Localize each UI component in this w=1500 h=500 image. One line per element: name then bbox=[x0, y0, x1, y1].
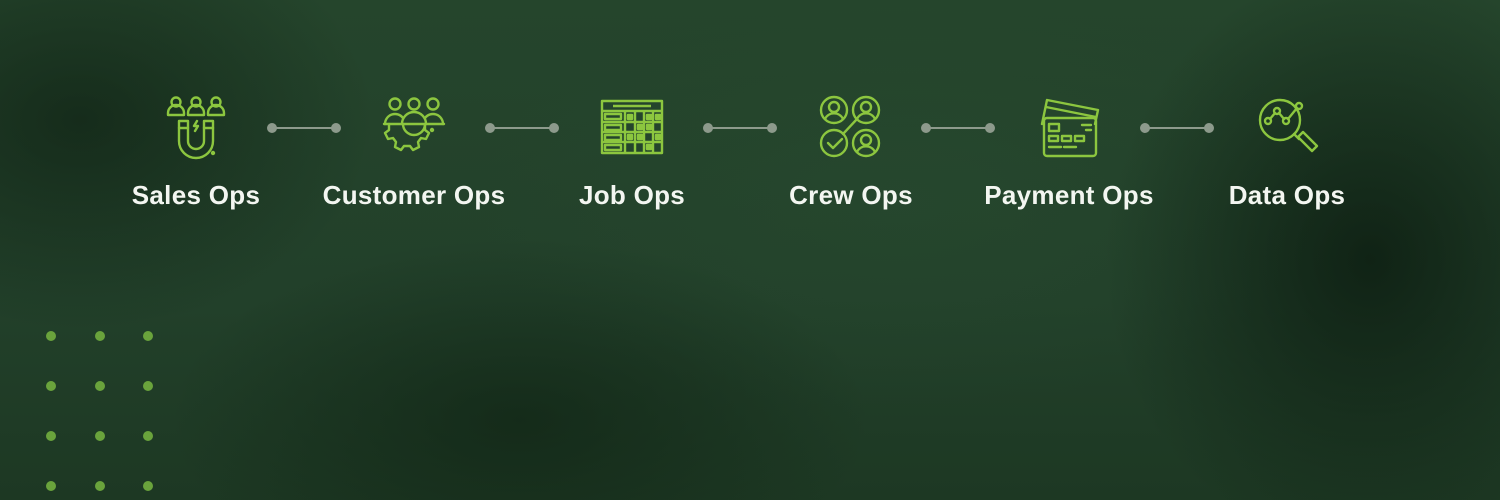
connector bbox=[703, 123, 777, 133]
analytics-magnifier-icon bbox=[1254, 94, 1320, 160]
step-label: Data Ops bbox=[1228, 180, 1346, 210]
connector bbox=[1140, 123, 1214, 133]
crew-network-icon bbox=[818, 94, 884, 160]
step-sales-ops: Sales Ops bbox=[96, 94, 296, 211]
step-label: Job Ops bbox=[578, 180, 686, 210]
step-label: Customer Ops bbox=[322, 180, 506, 210]
connector bbox=[921, 123, 995, 133]
step-payment-ops: Payment Ops bbox=[969, 94, 1169, 211]
step-label: Sales Ops bbox=[131, 180, 261, 210]
step-crew-ops: Crew Ops bbox=[751, 94, 951, 211]
magnet-people-icon bbox=[163, 94, 229, 160]
step-label: Crew Ops bbox=[789, 180, 913, 210]
decorative-dot-grid bbox=[46, 331, 156, 496]
connector bbox=[485, 123, 559, 133]
step-data-ops: Data Ops bbox=[1187, 94, 1387, 211]
step-customer-ops: Customer Ops bbox=[314, 94, 514, 211]
connector bbox=[267, 123, 341, 133]
schedule-grid-icon bbox=[599, 94, 665, 160]
team-gear-icon bbox=[381, 94, 447, 160]
step-label: Payment Ops bbox=[984, 180, 1154, 210]
step-job-ops: Job Ops bbox=[532, 94, 732, 211]
credit-cards-icon bbox=[1036, 94, 1102, 160]
